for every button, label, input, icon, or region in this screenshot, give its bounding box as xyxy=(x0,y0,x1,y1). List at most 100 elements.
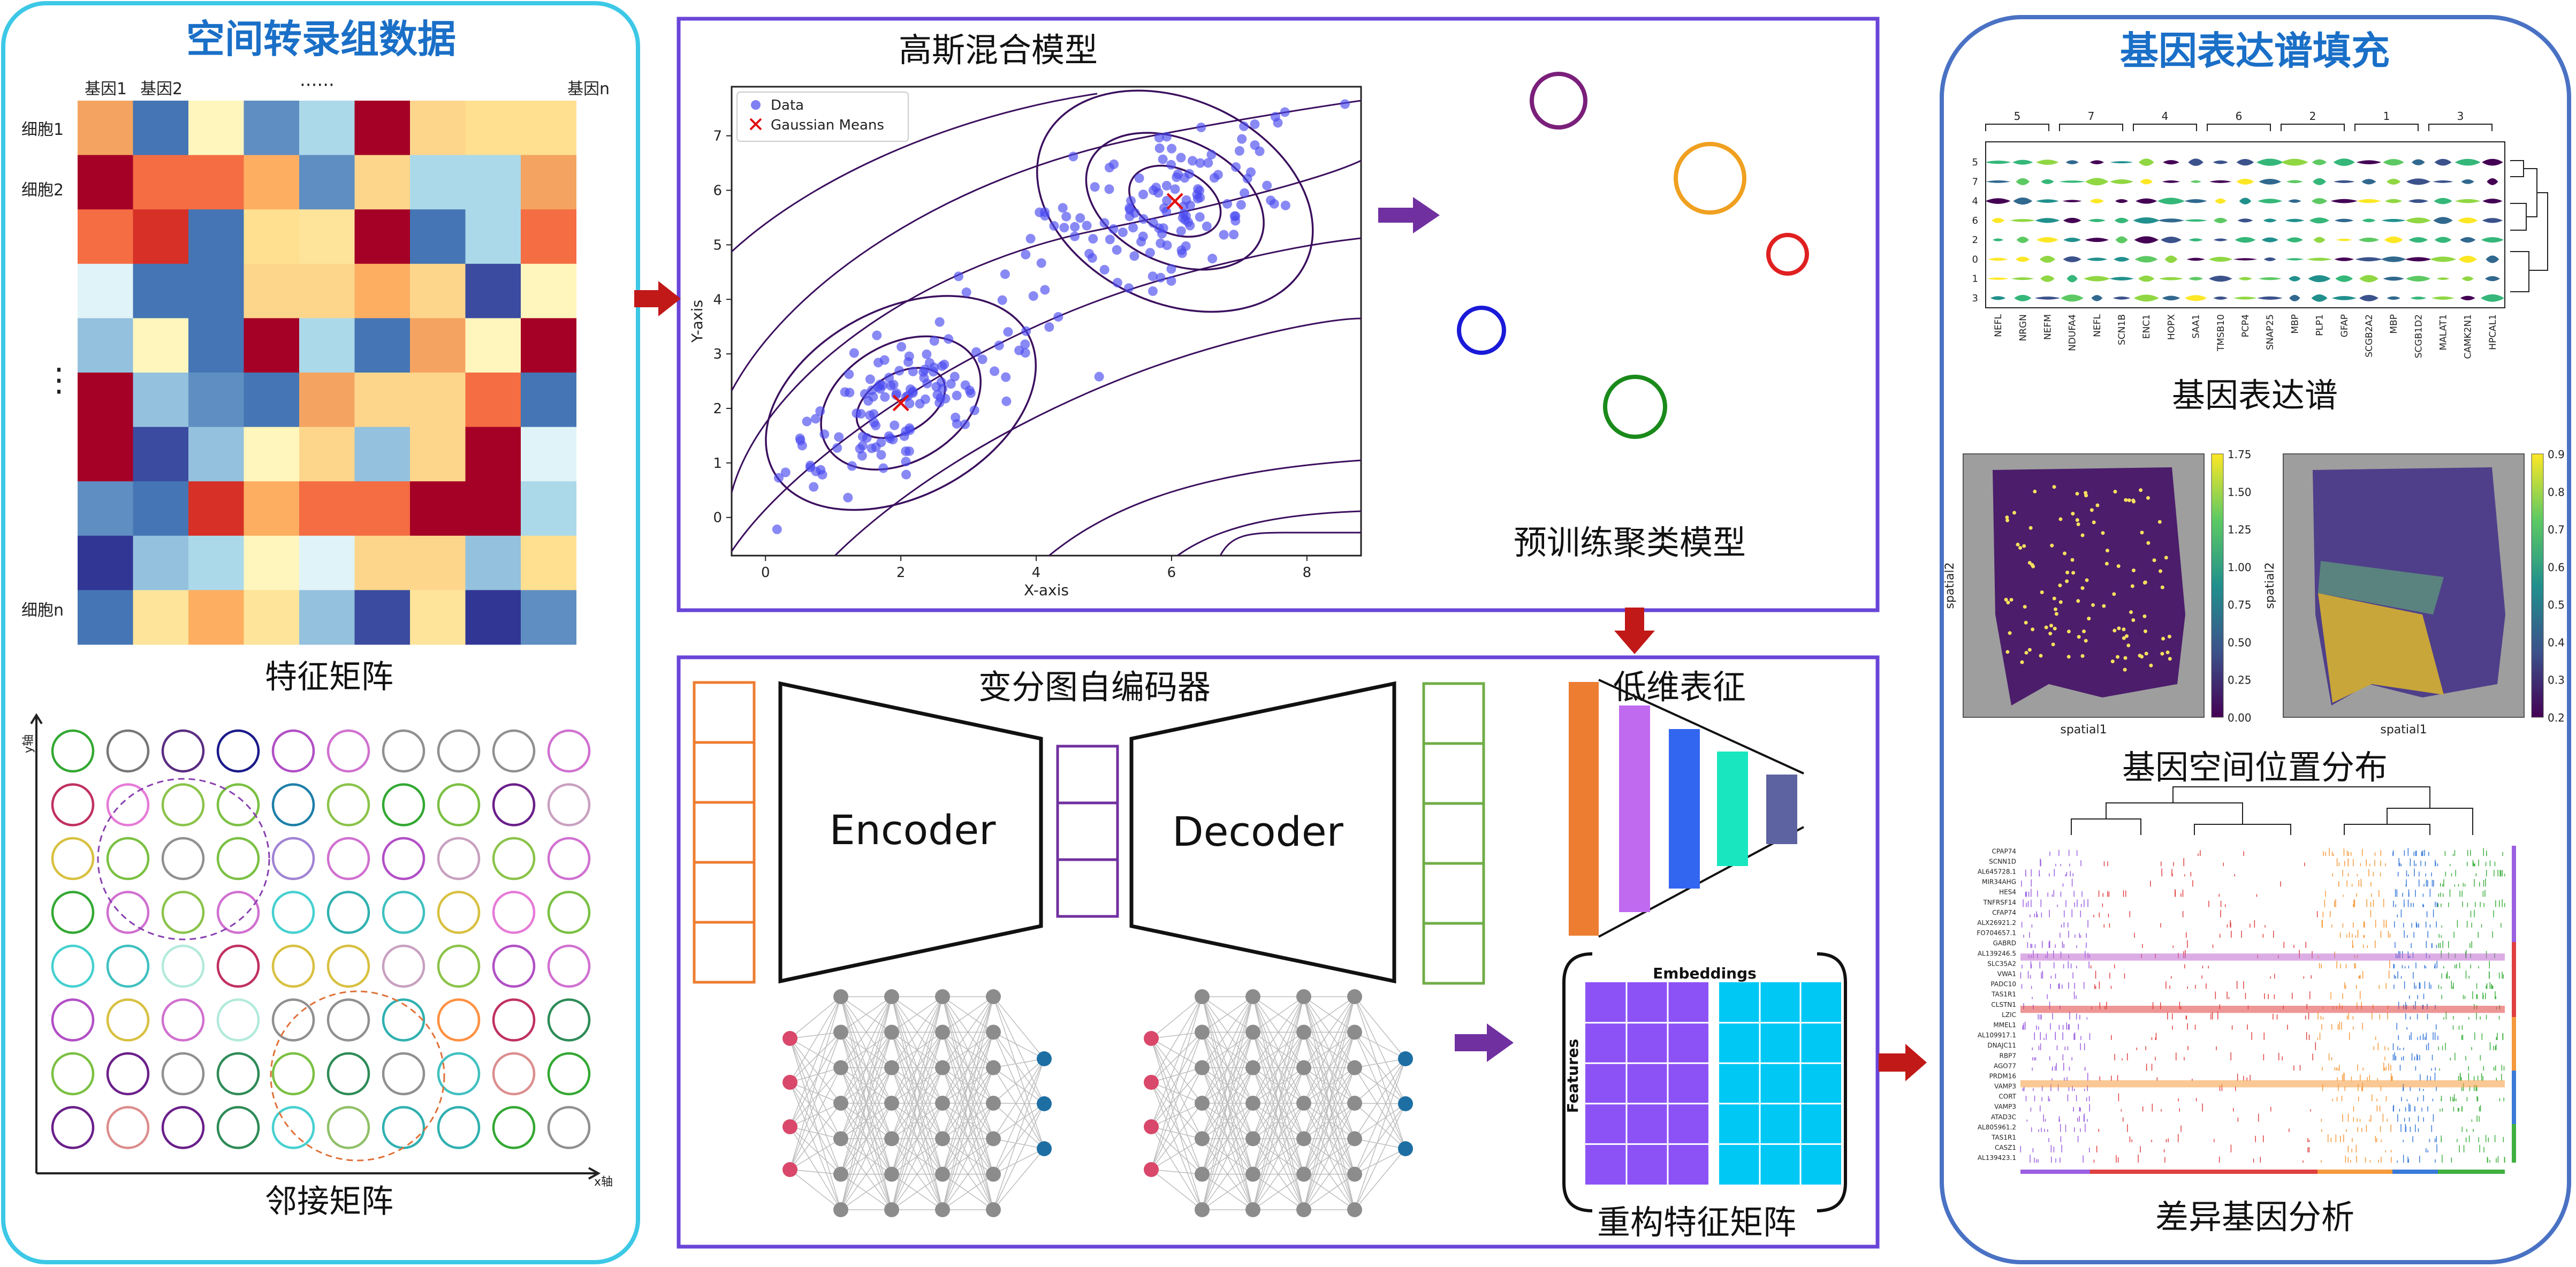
heatmap-cell xyxy=(410,535,466,590)
violin-shape xyxy=(2458,255,2477,263)
network-edge xyxy=(942,1103,994,1210)
network-edge xyxy=(993,1103,1045,1210)
expression-spot xyxy=(2164,556,2168,560)
graph-node xyxy=(216,891,260,934)
violin-shape xyxy=(2157,198,2185,204)
cluster-red xyxy=(1766,233,1809,276)
network-edge xyxy=(1151,1082,1203,1210)
network-node xyxy=(986,1202,1001,1217)
network-node xyxy=(1245,1060,1260,1075)
spatial-maps: spatial1spatial21.751.501.251.000.750.50… xyxy=(1943,448,2565,737)
deg-gene-label: AL109917.1 xyxy=(1978,1031,2016,1039)
graph-node xyxy=(51,1106,95,1149)
network-node xyxy=(935,1166,950,1182)
violin-shape xyxy=(2257,199,2283,203)
data-point xyxy=(971,347,982,357)
violin-shape xyxy=(2063,256,2081,262)
row-label: 7 xyxy=(1972,176,1978,187)
heatmap-cell xyxy=(299,101,355,156)
violin-shape xyxy=(2455,158,2481,166)
network-edge xyxy=(1202,996,1253,1210)
embeddings-label: Embeddings xyxy=(1653,965,1757,982)
latent-funnel xyxy=(1569,679,1804,938)
spatial-ylabel: spatial2 xyxy=(2263,562,2277,609)
data-point xyxy=(969,405,979,415)
network-node xyxy=(935,1025,950,1040)
violin-shape xyxy=(2136,198,2157,204)
violin-frame xyxy=(1985,141,2505,308)
network-edge xyxy=(1354,1031,1406,1104)
graph-node xyxy=(492,783,536,826)
violin-shape xyxy=(2263,257,2276,261)
network-edge xyxy=(1303,996,1355,1174)
expression-spot xyxy=(2071,512,2075,516)
network-node xyxy=(1144,1031,1159,1046)
network-edge xyxy=(1354,1058,1406,1068)
heatmap-cell xyxy=(521,101,576,156)
graph-node xyxy=(51,837,95,881)
violin-shape xyxy=(2040,275,2055,282)
expression-spot xyxy=(2020,660,2024,664)
heatmap-cell xyxy=(188,155,244,210)
expression-spot xyxy=(2053,607,2057,611)
expression-spot xyxy=(2161,636,2165,641)
data-point xyxy=(1255,146,1265,156)
network-edge xyxy=(1252,996,1304,1033)
violin-shape xyxy=(2460,295,2475,301)
network-edge xyxy=(1354,1103,1406,1175)
violin-shape xyxy=(2115,236,2128,244)
graph-node xyxy=(326,837,370,881)
expression-spot xyxy=(2149,663,2153,667)
network-edge xyxy=(840,1138,892,1210)
violin-shape xyxy=(2481,237,2504,243)
data-point xyxy=(843,492,853,503)
violin-shape xyxy=(2289,276,2301,282)
network-edge xyxy=(789,1082,841,1175)
expression-spot xyxy=(2123,656,2127,660)
expression-spot xyxy=(2138,654,2142,658)
violin-shape xyxy=(1985,161,2011,164)
density-contour xyxy=(1048,459,1361,556)
network-edge xyxy=(1354,1103,1406,1139)
network-edge xyxy=(789,1038,841,1210)
data-point xyxy=(1129,251,1139,261)
network-node xyxy=(1195,1166,1210,1182)
recon-matrix-grid xyxy=(1585,982,1841,1185)
violin-shape xyxy=(2335,275,2353,282)
data-point xyxy=(1099,218,1110,228)
violin-shape xyxy=(2088,218,2106,222)
gene-label: MBP xyxy=(2389,314,2399,334)
heatmap-cell xyxy=(299,590,355,645)
violin-shape xyxy=(2408,237,2428,243)
encoder-trapezoid xyxy=(778,681,1043,984)
network-node xyxy=(986,1060,1001,1075)
data-point xyxy=(1161,132,1172,142)
cluster-side-bar xyxy=(2512,1124,2516,1163)
network-edge xyxy=(789,996,841,1170)
gene-label: HPCAL1 xyxy=(2488,314,2498,350)
expression-spot xyxy=(2040,590,2044,595)
heatmap-cell xyxy=(410,209,466,264)
data-point xyxy=(1162,195,1172,206)
network-edge xyxy=(1151,1082,1203,1104)
heatmap-cell xyxy=(521,590,576,645)
expression-spot xyxy=(2053,626,2057,631)
violin-shape xyxy=(2084,276,2110,282)
row-label-cell1: 细胞1 xyxy=(21,120,64,139)
data-point xyxy=(994,340,1004,351)
violin-shape xyxy=(2238,277,2252,280)
network-edge xyxy=(1151,1103,1203,1170)
network-edge xyxy=(942,996,994,1210)
data-point xyxy=(1082,221,1092,231)
input-feature-stack xyxy=(693,681,756,984)
gene-label: NEFL xyxy=(2092,314,2103,337)
x-tick-label: 8 xyxy=(1303,565,1312,581)
data-point xyxy=(944,334,954,344)
heatmap-cell xyxy=(133,101,189,156)
violin-shape xyxy=(2261,237,2278,242)
graph-node xyxy=(382,783,425,826)
data-point xyxy=(1145,248,1155,258)
violin-shape xyxy=(2113,297,2131,300)
right-panel-frame xyxy=(1940,15,2571,1264)
deg-gene-label: CFAP74 xyxy=(1992,909,2016,916)
